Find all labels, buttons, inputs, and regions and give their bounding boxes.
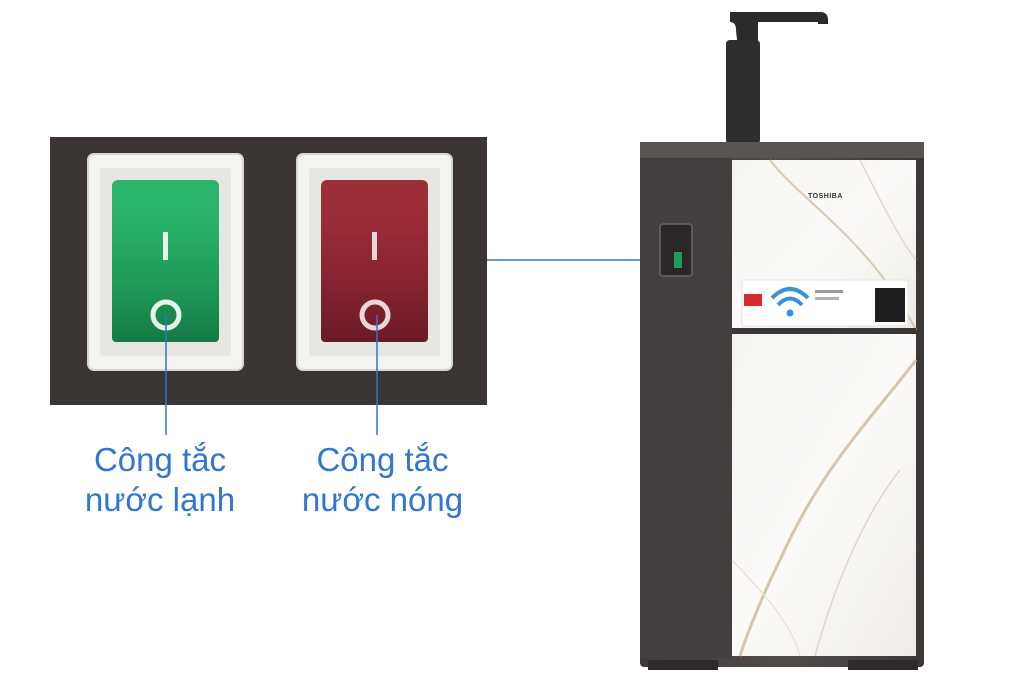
caption-line: Công tắc <box>93 441 227 478</box>
caption-line: Công tắc <box>316 441 449 478</box>
appliance-foot <box>848 660 918 670</box>
appliance-top <box>640 142 924 158</box>
switch-rocker <box>321 210 428 342</box>
lower-door <box>732 334 916 656</box>
cold-switch-caption: Công tắc nước lạnh <box>70 440 250 520</box>
on-mark-icon <box>163 232 168 260</box>
off-mark-icon <box>359 299 391 331</box>
appliance-foot <box>648 660 718 670</box>
marble-vein <box>738 359 918 657</box>
sticker-text-lines <box>815 290 843 293</box>
wifi-icon <box>770 287 810 317</box>
sticker-red-tab <box>744 294 762 306</box>
side-switch-mini <box>674 252 682 268</box>
switch-closeup-panel <box>50 137 487 435</box>
hot-water-switch <box>296 153 453 371</box>
sticker-black-panel <box>875 288 905 322</box>
marble-vein <box>859 159 917 261</box>
water-dispenser <box>640 12 924 670</box>
faucet-neck <box>726 40 760 144</box>
marble-vein <box>814 469 901 657</box>
caption-line: nước nóng <box>301 481 464 518</box>
on-mark-icon <box>372 232 377 260</box>
sticker-text-lines <box>815 297 839 300</box>
side-switch-slot <box>659 223 693 277</box>
door-divider <box>732 328 916 334</box>
marble-vein <box>731 559 801 657</box>
switch-rocker <box>112 210 219 342</box>
hot-switch-caption: Công tắc nước nóng <box>290 440 475 520</box>
brand-logo-text: TOSHIBA <box>808 193 843 200</box>
caption-line: nước lạnh <box>84 481 236 518</box>
